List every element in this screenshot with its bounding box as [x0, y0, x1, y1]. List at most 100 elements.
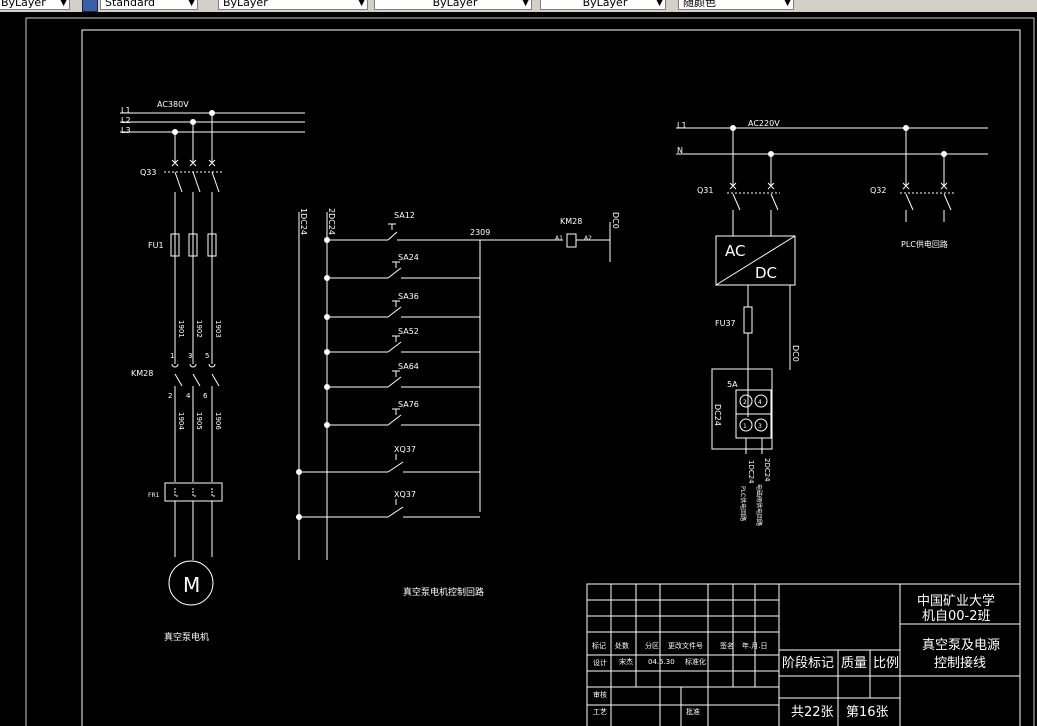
approve-label: 批准 [686, 707, 700, 716]
drawing-border [81, 29, 1021, 726]
contactor-km28-label: KM28 [131, 369, 153, 378]
linetype-dropdown[interactable]: ByLayer ▼ [374, 0, 532, 10]
plc-caption: PLC供电回路 [901, 239, 948, 249]
terminal-block-label: 5A [727, 380, 738, 389]
fuse-fu37-label: FU37 [715, 319, 736, 328]
limit-switch-label: XQ37 [394, 445, 416, 454]
terminal-2-label: 2 [168, 392, 172, 400]
switch-label: SA76 [398, 400, 419, 409]
hdr-change-doc: 更改文件号 [668, 641, 703, 650]
out-1dc24-label: 1DC24 [747, 460, 755, 484]
switch-row: SA24 [324, 253, 480, 281]
plotstyle-value: 随颜色 [683, 0, 716, 9]
color-dropdown[interactable]: ByLayer ▼ [218, 0, 368, 10]
terminal-5-label: 5 [205, 352, 209, 360]
text-style-icon[interactable] [82, 0, 98, 12]
switch-row: SA12 [324, 211, 415, 243]
chevron-down-icon: ▼ [522, 0, 529, 8]
review-label: 审核 [593, 690, 607, 699]
breaker-q32-label: Q32 [870, 186, 886, 195]
switch-row: SA76 [324, 400, 480, 428]
wire-1906-label: 1906 [214, 412, 222, 430]
breaker-q33-label: Q33 [140, 168, 156, 177]
std-label: 标准化 [685, 657, 706, 666]
wire-1904-label: 1904 [177, 412, 185, 430]
converter-ac-label: AC [725, 242, 745, 260]
phase-l1-label: L1 [121, 106, 131, 115]
terminal-3-label: 3 [188, 352, 192, 360]
wire-1902-label: 1902 [195, 320, 203, 338]
text-style-dropdown[interactable]: Standard▼ [100, 0, 198, 10]
coil-km28-label: KM28 [560, 217, 582, 226]
design-date: 04.5.30 [648, 658, 675, 666]
process-label: 工艺 [593, 708, 607, 716]
hdr-mark: 标记 [592, 641, 606, 650]
term-4-label: 4 [758, 399, 762, 406]
overload-fr1-label: FR1 [148, 492, 160, 499]
university-name: 中国矿业大学 [917, 593, 995, 609]
switch-label: SA52 [398, 327, 419, 336]
phase-l3-label: L3 [121, 126, 131, 135]
linetype-value: ByLayer [432, 0, 478, 9]
plotstyle-dropdown[interactable]: 随颜色 ▼ [678, 0, 794, 10]
switch-label: SA64 [398, 362, 419, 371]
wire-1901-label: 1901 [177, 320, 185, 338]
phase-l2-label: L2 [121, 116, 131, 125]
outer-frame [25, 17, 1035, 726]
source-voltage-label: AC380V [157, 100, 189, 109]
chevron-down-icon: ▼ [784, 0, 791, 8]
switch-label: SA36 [398, 292, 419, 301]
switch-row: SA64 [324, 362, 480, 390]
scale-label: 比例 [873, 656, 899, 671]
title-block [586, 583, 1021, 726]
out-2-dest-label: 电磁阀供电回路 [755, 484, 763, 526]
lineweight-dropdown[interactable]: ByLayer▼ [540, 0, 666, 10]
layer-dropdown[interactable]: ByLayer▼ [0, 0, 70, 10]
motor-caption: 真空泵电机 [164, 631, 209, 643]
hdr-sign: 签名 [720, 641, 734, 650]
out-1-dest-label: PLC供电回路 [739, 486, 747, 521]
motor-main-circuit [120, 110, 305, 606]
converter-dc-label: DC [755, 264, 777, 282]
fuse-fu1-label: FU1 [148, 241, 164, 250]
bus-1dc24-label: 1DC24 [299, 208, 308, 235]
control-circuit [298, 212, 611, 560]
return-dc0-label: DC0 [611, 212, 620, 229]
motor-symbol: M [183, 573, 200, 597]
class-name: 机自00-2班 [922, 609, 991, 624]
total-sheets: 共22张 [791, 705, 834, 720]
hdr-date: 年.月.日 [742, 641, 767, 650]
text-style-value: Standard [105, 0, 156, 9]
chevron-down-icon: ▼ [358, 0, 365, 8]
switch-row: SA52 [324, 327, 480, 355]
switch-row: SA36 [324, 292, 480, 320]
node-2309-label: 2309 [470, 228, 490, 237]
control-caption: 真空泵电机控制回路 [403, 586, 484, 598]
power-dc0-label: DC0 [791, 345, 800, 362]
terminal-1-label: 1 [170, 352, 174, 360]
power-supply-circuit [676, 125, 988, 454]
lineweight-value: ByLayer [582, 0, 628, 9]
limit-switch-row: XQ37 [296, 445, 480, 475]
motor-circle [168, 560, 214, 606]
out-2dc24-label: 2DC24 [763, 458, 771, 482]
chevron-down-icon: ▼ [60, 0, 67, 8]
power-dc24-label: DC24 [713, 404, 722, 426]
color-value: ByLayer [223, 0, 268, 9]
term-1-label: 1 [743, 423, 747, 430]
term-3-label: 3 [758, 423, 762, 430]
drawing-title-line1: 真空泵及电源 [922, 638, 1000, 653]
stage-label: 阶段标记 [782, 656, 834, 671]
coil-a2-label: A2 [584, 235, 592, 242]
wire-1905-label: 1905 [195, 412, 203, 430]
term-2-label: 2 [743, 399, 747, 406]
power-n-label: N [677, 146, 683, 155]
properties-toolbar: ByLayer▼ Standard▼ ByLayer▼ ByLayer▼ ByL… [0, 0, 1037, 12]
limit-switch-row: XQ37 [296, 490, 480, 520]
hdr-count: 处数 [615, 641, 629, 650]
drawing-title-line2: 控制接线 [934, 655, 986, 671]
bus-2dc24-label: 2DC24 [327, 208, 336, 235]
breaker-q31-label: Q31 [697, 186, 713, 195]
terminal-6-label: 6 [203, 392, 208, 400]
